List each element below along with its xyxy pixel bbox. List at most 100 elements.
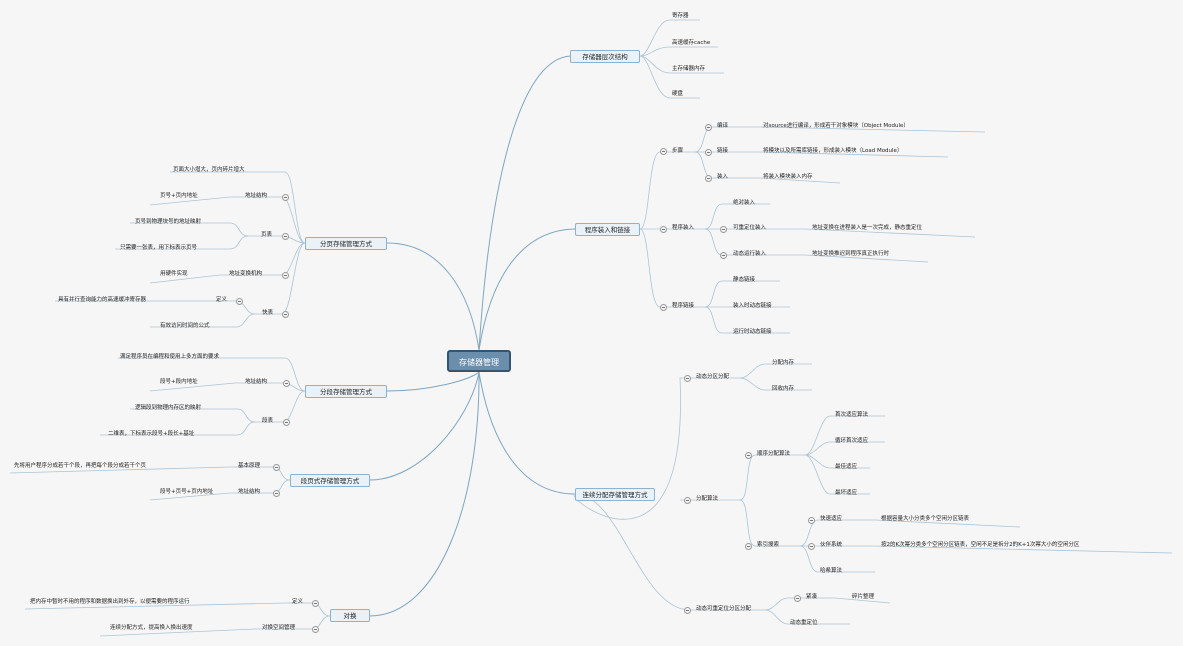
collapse-icon[interactable] [282,272,289,279]
node-segpage-address: 地址结构 [238,489,261,495]
leaf-load: 装入 [717,174,729,180]
collapse-icon[interactable] [684,607,691,614]
node-allocation-algorithm: 分配算法 [696,496,719,502]
collapse-icon[interactable] [273,490,280,497]
collapse-icon[interactable] [720,226,727,233]
node-address-translation: 地址变换机构 [229,271,263,277]
node-swap-space: 对换空间管理 [262,625,296,631]
desc-segment-table-2: 二维表，下标表示段号+段长+基址 [108,431,195,437]
desc-quick-fit: 根据容量大小分类多个空闲分区链表 [881,516,970,522]
leaf-relocatable-load: 可重定位装入 [733,225,767,231]
collapse-icon[interactable] [745,543,752,550]
leaf-dynamic-load: 动态运行装入 [733,251,767,257]
desc-segment-table-1: 逻辑段到物理内存区的映射 [135,405,202,411]
desc-swap-definition: 把内存中暂时不用的程序和数据换出到外存，以便需要的程序运行 [30,599,190,605]
collapse-icon[interactable] [808,517,815,524]
leaf-disk: 硬盘 [672,91,684,97]
leaf-segment-purpose: 满足程序员在编程和使用上多方面的要求 [120,354,220,360]
leaf-compile: 编译 [717,123,729,129]
desc-link: 将模块以及所需库链接，形成装入模块（Load Module） [763,148,903,154]
leaf-loadtime-link: 装入时动态链接 [733,303,772,309]
node-program-load: 程序装入 [672,225,695,231]
collapse-icon[interactable] [684,375,691,382]
collapse-icon[interactable] [660,148,667,155]
leaf-free-memory: 回收内存 [772,386,795,392]
collapse-icon[interactable] [660,304,667,311]
leaf-buddy-system: 伙伴系统 [820,542,843,548]
node-basic-principle: 基本原理 [238,463,261,469]
leaf-dynamic-relocation: 动态重定位 [790,620,818,626]
edge-root-segpage [369,371,480,481]
desc-segpage-address: 段号+页号+页内地址 [160,489,214,495]
desc-tlb-definition: 具有并行查询能力的高速缓冲寄存器 [58,297,147,303]
collapse-icon[interactable] [282,194,289,201]
desc-page-table-2: 只需要一张表，用下标表示页号 [120,245,198,251]
leaf-page-size: 页面大小增大，页内碎片增大 [173,167,245,173]
edge-root-contiguous [478,371,576,495]
leaf-static-link: 静态链接 [733,277,756,283]
node-paging-address: 地址结构 [245,193,268,199]
node-segmented-paging[interactable]: 段页式存储管理方式 [290,474,370,487]
collapse-icon[interactable] [312,600,319,607]
collapse-icon[interactable] [282,233,289,240]
collapse-icon[interactable] [745,452,752,459]
node-tlb-definition: 定义 [216,297,228,303]
desc-dynamic-load: 地址变换推迟到程序真正执行时 [812,251,890,257]
desc-segment-address: 段号+段内地址 [160,379,198,385]
edge-root-paging [386,242,480,351]
collapse-icon[interactable] [283,419,290,426]
collapse-icon[interactable] [808,543,815,550]
desc-address-translation: 用硬件实现 [160,271,188,277]
collapse-icon[interactable] [794,595,801,602]
desc-compaction: 碎片整理 [852,594,875,600]
node-swapping[interactable]: 对换 [330,609,370,622]
desc-compile: 对source进行编译，形成若干对象模块（Object Module） [763,123,909,129]
desc-paging-address: 页号+页内地址 [160,193,198,199]
node-segment-table: 段表 [262,418,274,424]
collapse-icon[interactable] [236,298,243,305]
node-index-search: 索引搜索 [757,542,780,548]
collapse-icon[interactable] [684,497,691,504]
leaf-next-fit: 循环首次适应 [835,438,869,444]
edge-root-hierarchy [478,55,571,351]
node-steps: 步骤 [672,148,684,154]
collapse-icon[interactable] [705,149,712,156]
leaf-absolute-load: 绝对装入 [733,200,756,206]
node-tlb: 快表 [262,310,274,316]
desc-buddy-system: 按2的K次幂分类多个空闲分区链表，空闲不足是拆分2的K+1次幂大小的空闲分区 [881,542,1080,548]
edge-root-segment [386,371,480,392]
collapse-icon[interactable] [282,311,289,318]
leaf-link: 链接 [717,148,729,154]
node-program-link: 程序链接 [672,303,695,309]
leaf-compaction: 紧凑 [806,594,818,600]
collapse-icon[interactable] [312,626,319,633]
node-sequential-algorithm: 顺序分配算法 [757,451,791,457]
node-paging[interactable]: 分页存储管理方式 [305,237,387,250]
node-dynamic-relocation-partition: 动态可重定位分区分配 [696,606,752,612]
leaf-quick-fit: 快速适应 [820,516,843,522]
collapse-icon[interactable] [660,226,667,233]
node-program-loading[interactable]: 程序装入和链接 [575,223,640,236]
desc-page-table-1: 页号到物理块号的地址映射 [135,219,202,225]
desc-load: 将装入模块装入内存 [763,174,813,180]
node-segment-address: 地址结构 [245,379,268,385]
node-page-table: 页表 [261,232,273,238]
collapse-icon[interactable] [283,380,290,387]
node-contiguous-allocation[interactable]: 连续分配存储管理方式 [575,488,655,501]
node-memory-hierarchy[interactable]: 存储器层次结构 [570,50,640,63]
leaf-first-fit: 首次适应算法 [835,412,869,418]
node-dynamic-partition: 动态分区分配 [696,374,730,380]
node-segmentation[interactable]: 分段存储管理方式 [305,385,387,398]
desc-relocatable-load: 地址变换在进程装入是一次完成，静态重定位 [812,225,923,231]
desc-swap-space: 连续分配方式，提高换入换出速度 [110,625,193,631]
collapse-icon[interactable] [273,464,280,471]
root-node[interactable]: 存储器管理 [447,350,511,372]
collapse-icon[interactable] [720,252,727,259]
leaf-hash-algorithm: 哈希算法 [820,568,843,574]
collapse-icon[interactable] [705,175,712,182]
leaf-worst-fit: 最坏适应 [835,490,858,496]
leaf-runtime-link: 运行时动态链接 [733,329,772,335]
collapse-icon[interactable] [705,124,712,131]
leaf-best-fit: 最佳适应 [835,464,858,470]
edge-root-loading [478,228,576,351]
